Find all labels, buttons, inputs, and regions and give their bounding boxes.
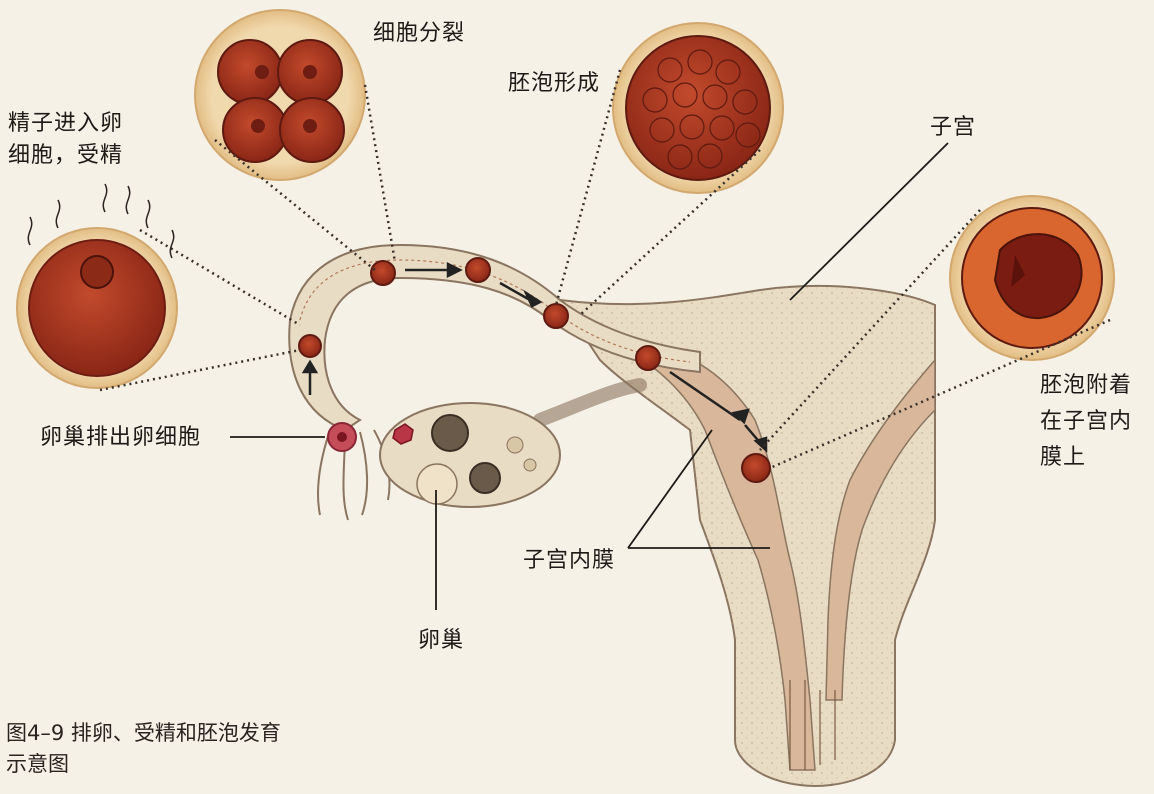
label-implant-line1: 胚泡附着 <box>1040 370 1132 401</box>
caption-line2: 示意图 <box>6 749 281 780</box>
uterus-illustration <box>289 245 935 786</box>
figure-caption: 图4–9 排卵、受精和胚泡发育 示意图 <box>6 718 281 780</box>
cell-division-illustration <box>195 10 365 180</box>
label-endometrium: 子宫内膜 <box>523 545 615 576</box>
label-implant-line3: 膜上 <box>1040 442 1086 473</box>
label-ovary: 卵巢 <box>418 625 464 656</box>
label-sperm-enter-line2: 细胞，受精 <box>8 140 123 171</box>
implanting-blastocyst-illustration <box>950 196 1114 360</box>
caption-line1: 图4–9 排卵、受精和胚泡发育 <box>6 718 281 749</box>
label-ovulation: 卵巢排出卵细胞 <box>40 422 201 453</box>
label-uterus: 子宫 <box>930 112 976 143</box>
label-blastocyst-form: 胚泡形成 <box>508 68 600 99</box>
label-implant-line2: 在子宫内 <box>1040 406 1132 437</box>
ovary-shape <box>380 403 560 507</box>
label-cell-division: 细胞分裂 <box>373 18 465 49</box>
blastocyst-forming-illustration <box>613 23 783 193</box>
label-sperm-enter-line1: 精子进入卵 <box>8 108 123 139</box>
fertilized-egg-illustration <box>17 184 177 388</box>
